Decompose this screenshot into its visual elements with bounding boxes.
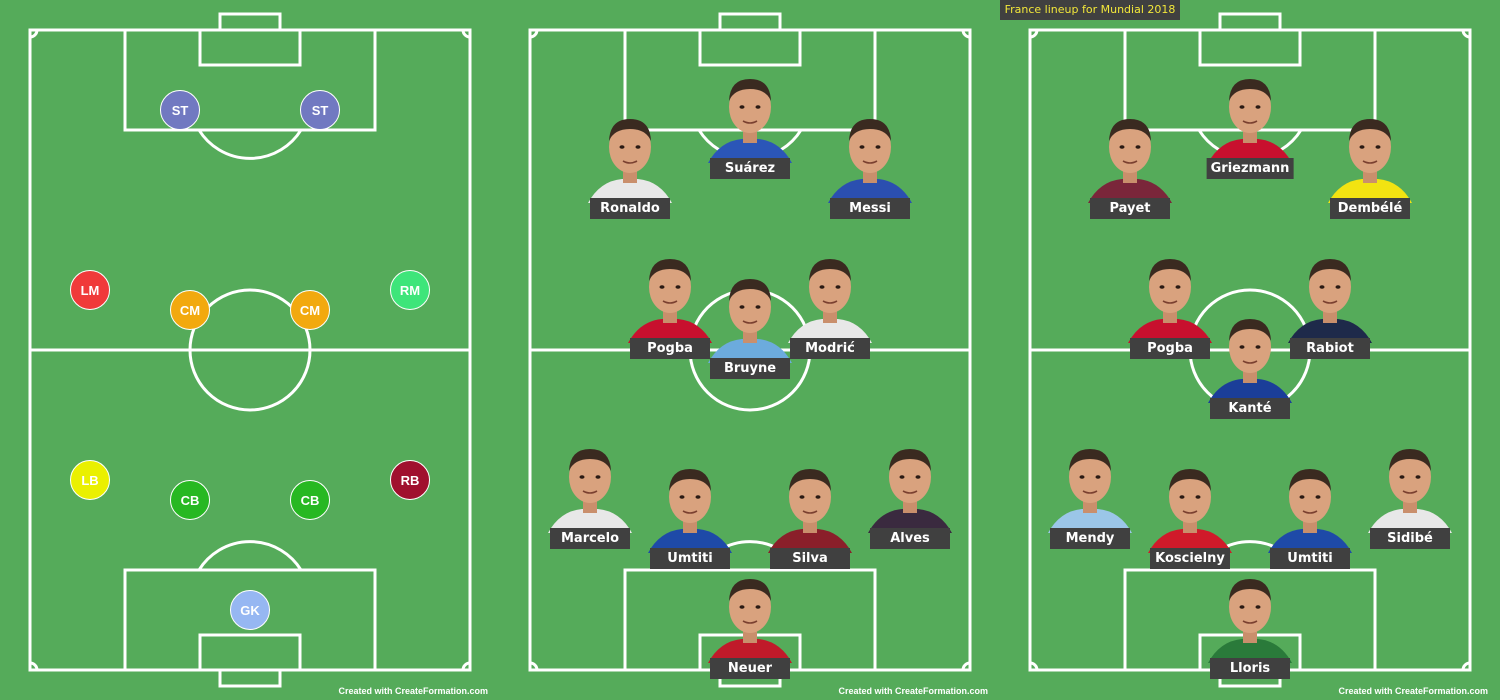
player-avatar bbox=[1208, 579, 1292, 663]
position-label: ST bbox=[311, 102, 329, 118]
position-marker-st-left[interactable]: ST bbox=[160, 90, 200, 130]
player-avatar bbox=[1088, 119, 1172, 203]
player-avatar bbox=[1148, 469, 1232, 553]
player-name-tag: Suárez bbox=[710, 158, 790, 179]
pitch-positions: ST ST LM CM CM RM LB CB CB RB GK Created… bbox=[0, 0, 500, 700]
player-card[interactable]: Dembélé bbox=[1320, 105, 1420, 219]
player-name-tag: Marcelo bbox=[550, 528, 630, 549]
player-name-tag: Sidibé bbox=[1370, 528, 1450, 549]
player-avatar bbox=[1368, 449, 1452, 533]
position-label: ST bbox=[171, 102, 189, 118]
player-card[interactable]: Suárez bbox=[700, 65, 800, 179]
player-name-tag: Neuer bbox=[710, 658, 790, 679]
position-marker-cm-left[interactable]: CM bbox=[170, 290, 210, 330]
player-card[interactable]: Kanté bbox=[1200, 305, 1300, 419]
position-marker-cb-left[interactable]: CB bbox=[170, 480, 210, 520]
player-avatar bbox=[1208, 319, 1292, 403]
player-avatar bbox=[1288, 259, 1372, 343]
player-avatar bbox=[588, 119, 672, 203]
player-card[interactable]: Griezmann bbox=[1200, 65, 1300, 179]
player-avatar bbox=[1128, 259, 1212, 343]
player-card[interactable]: Marcelo bbox=[540, 435, 640, 549]
position-label: RM bbox=[399, 282, 421, 298]
pitch-world-xi: Ronaldo Suárez Messi Pogba Bruyne Modrić… bbox=[500, 0, 1000, 700]
player-avatar bbox=[1328, 119, 1412, 203]
player-name-tag: Lloris bbox=[1210, 658, 1290, 679]
position-label: LM bbox=[80, 282, 100, 298]
player-name-tag: Alves bbox=[870, 528, 950, 549]
player-card[interactable]: Lloris bbox=[1200, 565, 1300, 679]
player-card[interactable]: Neuer bbox=[700, 565, 800, 679]
position-label: CM bbox=[299, 302, 321, 318]
pitch-lines bbox=[28, 12, 472, 688]
player-name-tag: Ronaldo bbox=[590, 198, 670, 219]
position-label: GK bbox=[240, 602, 260, 618]
player-card[interactable]: Koscielny bbox=[1140, 455, 1240, 569]
player-name-tag: Mendy bbox=[1050, 528, 1130, 549]
player-name-tag: Payet bbox=[1090, 198, 1170, 219]
player-card[interactable]: Sidibé bbox=[1360, 435, 1460, 549]
player-card[interactable]: Umtiti bbox=[640, 455, 740, 569]
player-name-tag: Bruyne bbox=[710, 358, 790, 379]
player-avatar bbox=[868, 449, 952, 533]
player-card[interactable]: Payet bbox=[1080, 105, 1180, 219]
credit-text: Created with CreateFormation.com bbox=[338, 686, 488, 696]
position-marker-rb[interactable]: RB bbox=[390, 460, 430, 500]
player-card[interactable]: Mendy bbox=[1040, 435, 1140, 549]
player-name-tag: Koscielny bbox=[1150, 548, 1230, 569]
player-avatar bbox=[1048, 449, 1132, 533]
player-avatar bbox=[1268, 469, 1352, 553]
player-name-tag: Griezmann bbox=[1206, 158, 1294, 179]
player-card[interactable]: Umtiti bbox=[1260, 455, 1360, 569]
player-avatar bbox=[648, 469, 732, 553]
player-card[interactable]: Silva bbox=[760, 455, 860, 569]
credit-text: Created with CreateFormation.com bbox=[838, 686, 988, 696]
position-marker-cb-right[interactable]: CB bbox=[290, 480, 330, 520]
position-marker-cm-right[interactable]: CM bbox=[290, 290, 330, 330]
player-avatar bbox=[708, 279, 792, 363]
player-name-tag: Pogba bbox=[1130, 338, 1210, 359]
player-name-tag: Pogba bbox=[630, 338, 710, 359]
position-label: CB bbox=[180, 492, 200, 508]
player-name-tag: Modrić bbox=[790, 338, 870, 359]
player-name-tag: Dembélé bbox=[1330, 198, 1410, 219]
player-name-tag: Kanté bbox=[1210, 398, 1290, 419]
player-card[interactable]: Pogba bbox=[1120, 245, 1220, 359]
player-avatar bbox=[628, 259, 712, 343]
player-avatar bbox=[708, 579, 792, 663]
credit-text: Created with CreateFormation.com bbox=[1338, 686, 1488, 696]
player-avatar bbox=[788, 259, 872, 343]
player-avatar bbox=[768, 469, 852, 553]
player-name-tag: Umtiti bbox=[1270, 548, 1350, 569]
player-card[interactable]: Rabiot bbox=[1280, 245, 1380, 359]
position-marker-lm[interactable]: LM bbox=[70, 270, 110, 310]
position-marker-rm[interactable]: RM bbox=[390, 270, 430, 310]
position-marker-gk[interactable]: GK bbox=[230, 590, 270, 630]
lineup-title-badge: France lineup for Mundial 2018 bbox=[1000, 0, 1180, 20]
position-label: LB bbox=[81, 472, 99, 488]
player-avatar bbox=[828, 119, 912, 203]
position-marker-lb[interactable]: LB bbox=[70, 460, 110, 500]
player-name-tag: Rabiot bbox=[1290, 338, 1370, 359]
pitch-france-lineup: Payet Griezmann Dembélé Pogba Rabiot Kan… bbox=[1000, 0, 1500, 700]
player-name-tag: Messi bbox=[830, 198, 910, 219]
player-avatar bbox=[1208, 79, 1292, 163]
player-name-tag: Silva bbox=[770, 548, 850, 569]
player-avatar bbox=[708, 79, 792, 163]
player-card[interactable]: Pogba bbox=[620, 245, 720, 359]
position-label: RB bbox=[400, 472, 420, 488]
position-label: CB bbox=[300, 492, 320, 508]
player-avatar bbox=[548, 449, 632, 533]
player-card[interactable]: Messi bbox=[820, 105, 920, 219]
player-card[interactable]: Alves bbox=[860, 435, 960, 549]
player-card[interactable]: Bruyne bbox=[700, 265, 800, 379]
player-name-tag: Umtiti bbox=[650, 548, 730, 569]
position-marker-st-right[interactable]: ST bbox=[300, 90, 340, 130]
position-label: CM bbox=[179, 302, 201, 318]
player-card[interactable]: Ronaldo bbox=[580, 105, 680, 219]
player-card[interactable]: Modrić bbox=[780, 245, 880, 359]
